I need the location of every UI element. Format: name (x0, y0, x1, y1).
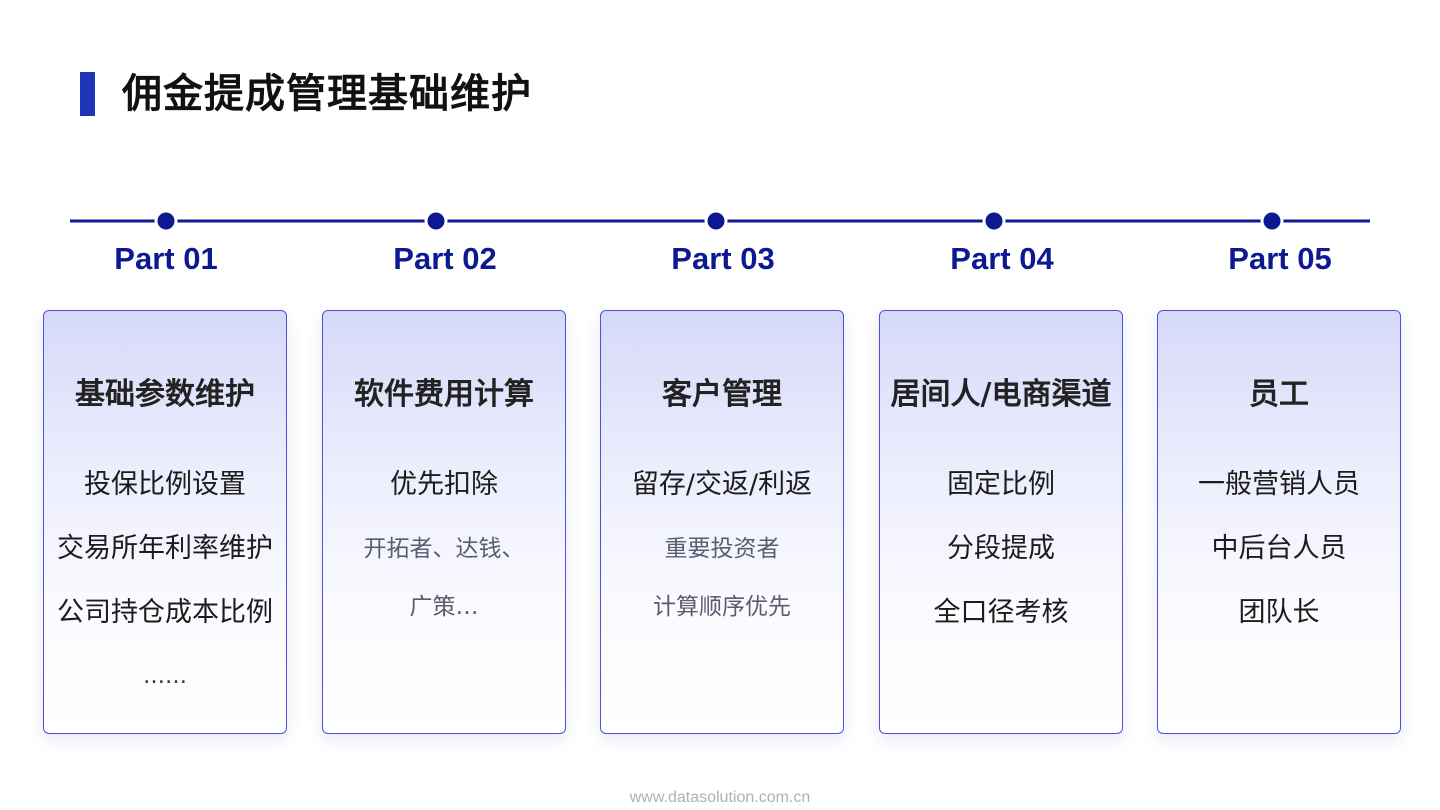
list-item-minor: 计算顺序优先 (653, 594, 791, 620)
card-heading: 软件费用计算 (354, 377, 534, 412)
part-label-01: Part 01 (114, 241, 218, 276)
card-items: 优先扣除 开拓者、达钱、 广策… (323, 465, 565, 645)
timeline (70, 209, 1370, 233)
list-item: 团队长 (1238, 597, 1320, 628)
footer-url: www.datasolution.com.cn (629, 789, 811, 806)
list-item: 优先扣除 (390, 469, 498, 500)
timeline-dot-05 (1260, 209, 1284, 233)
list-item: 分段提成 (947, 533, 1055, 564)
list-item: 投保比例设置 (84, 469, 246, 500)
timeline-dot-01 (154, 209, 178, 233)
list-item: 一般营销人员 (1198, 469, 1360, 500)
list-item: 固定比例 (947, 469, 1055, 500)
card-items: 一般营销人员 中后台人员 团队长 (1158, 465, 1400, 657)
card-part-02: 软件费用计算 优先扣除 开拓者、达钱、 广策… (322, 310, 566, 734)
title-accent-bar (80, 72, 95, 116)
timeline-dot-02 (424, 209, 448, 233)
part-label-02: Part 02 (393, 241, 497, 276)
card-heading: 员工 (1249, 377, 1309, 412)
card-part-03: 客户管理 留存/交返/利返 重要投资者 计算顺序优先 (600, 310, 844, 734)
card-part-04: 居间人/电商渠道 固定比例 分段提成 全口径考核 (879, 310, 1123, 734)
list-item: 全口径考核 (933, 597, 1069, 628)
card-items: 固定比例 分段提成 全口径考核 (880, 465, 1122, 657)
list-item: 留存/交返/利返 (631, 469, 813, 500)
list-item: 公司持仓成本比例 (57, 597, 273, 628)
part-label-05: Part 05 (1228, 241, 1332, 276)
card-heading: 客户管理 (662, 377, 782, 412)
card-heading: 基础参数维护 (75, 377, 255, 412)
list-item: 交易所年利率维护 (57, 533, 273, 564)
slide-title: 佣金提成管理基础维护 (122, 71, 532, 117)
part-label-03: Part 03 (671, 241, 775, 276)
list-item-minor: 重要投资者 (664, 536, 780, 562)
list-item-ellipsis: …… (143, 664, 187, 689)
list-item-minor: 开拓者、达钱、 (363, 536, 525, 562)
part-label-04: Part 04 (950, 241, 1054, 276)
card-items: 留存/交返/利返 重要投资者 计算顺序优先 (601, 465, 843, 645)
list-item: 中后台人员 (1211, 533, 1347, 564)
list-item-minor: 广策… (409, 594, 479, 620)
timeline-dot-04 (982, 209, 1006, 233)
card-part-05: 员工 一般营销人员 中后台人员 团队长 (1157, 310, 1401, 734)
card-items: 投保比例设置 交易所年利率维护 公司持仓成本比例 …… (44, 465, 286, 721)
timeline-dot-03 (704, 209, 728, 233)
card-part-01: 基础参数维护 投保比例设置 交易所年利率维护 公司持仓成本比例 …… (43, 310, 287, 734)
card-heading: 居间人/电商渠道 (890, 377, 1112, 412)
